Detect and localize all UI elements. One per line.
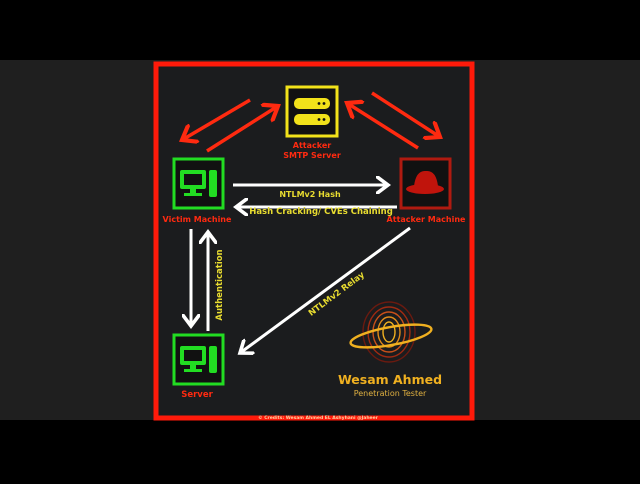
label-authentication: Authentication (215, 249, 225, 320)
credits: © Credits: Wesam Ahmed EL Ashyhani @Jahe… (258, 415, 379, 421)
brand-name: Wesam Ahmed (338, 372, 442, 387)
arrow-attacker-to-smtp (347, 103, 419, 150)
label-cracking: Hash Cracking/ CVEs Chaining (249, 207, 393, 217)
server-icon-box (285, 85, 339, 138)
node-server: Server (172, 333, 225, 400)
arrow-smtp-to-victim (182, 98, 251, 140)
red-hat-icon (406, 170, 444, 194)
brand-title: Penetration Tester (354, 389, 427, 398)
victim-label: Victim Machine (163, 215, 232, 224)
server-label: Server (181, 390, 213, 400)
attacker-label: Attacker Machine (387, 215, 466, 224)
arrow-relay (240, 226, 411, 353)
smtp-label-1: Attacker (293, 141, 332, 150)
arrow-victim-to-smtp (206, 106, 278, 153)
node-smtp: Attacker SMTP Server (283, 85, 341, 160)
node-attacker: Attacker Machine (387, 157, 466, 224)
node-victim: Victim Machine (163, 157, 232, 224)
fingerprint-icon (349, 301, 433, 363)
smtp-label-2: SMTP Server (283, 151, 341, 160)
smtp-links (182, 91, 440, 153)
arrow-smtp-to-attacker (371, 91, 440, 137)
label-ntlm-hash: NTLMv2 Hash (279, 190, 341, 199)
desktop-icon (180, 170, 217, 197)
server-icon (294, 98, 330, 109)
desktop-icon (180, 346, 217, 373)
